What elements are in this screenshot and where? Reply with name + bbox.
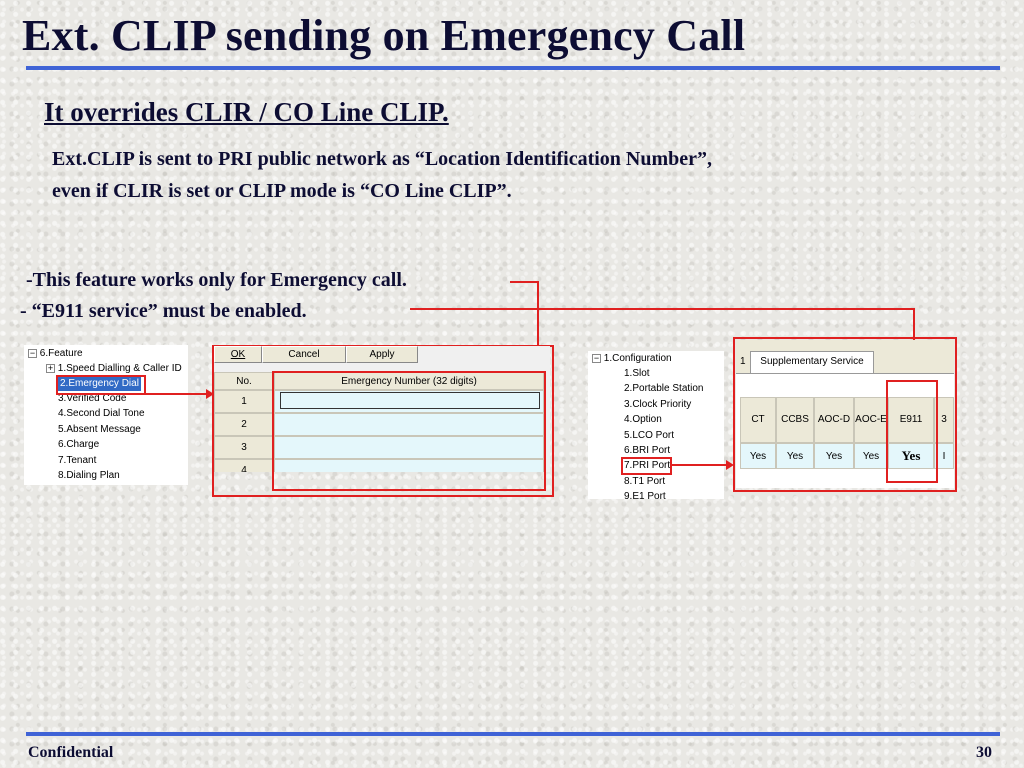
row-number: 4 [214, 459, 274, 472]
tree-item-second-dial-tone[interactable]: 4.Second Dial Tone [58, 408, 145, 419]
tree-item-speed-dialling[interactable]: + 1.Speed Dialling & Caller ID [46, 362, 182, 376]
emergency-number-grid: OK Cancel Apply No. Emergency Number (32… [214, 346, 550, 472]
ct-value[interactable]: Yes [740, 443, 776, 469]
subtitle: It overrides CLIR / CO Line CLIP. [44, 97, 449, 127]
footer-rule [26, 732, 1000, 736]
column-header-ct: CT [740, 397, 776, 443]
emergency-number-input[interactable] [280, 392, 540, 409]
cancel-button[interactable]: Cancel [262, 346, 346, 363]
tree-item-verified-code[interactable]: 3.Verified Code [58, 393, 127, 404]
tree-item-e1-port[interactable]: 9.E1 Port [624, 491, 666, 499]
bullet-2-text: “E911 service” must be enabled. [31, 300, 307, 322]
column-header-ccbs: CCBS [776, 397, 814, 443]
connector-pri-port [672, 464, 728, 466]
row-number: 1 [214, 390, 274, 413]
row-number: 3 [214, 436, 274, 459]
tree-item-pri-port[interactable]: 7.PRI Port [624, 460, 671, 471]
e911-value[interactable]: Yes [888, 443, 934, 469]
tree-item-absent-message[interactable]: 5.Absent Message [58, 424, 141, 435]
connector-bullet1-h [510, 281, 539, 283]
supplementary-service-panel: 1 Supplementary Service CT CCBS AOC-D AO… [736, 340, 954, 488]
description-line-2: even if CLIR is set or CLIP mode is “CO … [52, 180, 512, 202]
emergency-number-cell[interactable] [274, 436, 544, 459]
bullet-2: - “E911 service” must be enabled. [20, 300, 307, 323]
feature-tree-root-label: 6.Feature [39, 348, 83, 359]
feature-tree-panel: − 6.Feature + 1.Speed Dialling & Caller … [24, 345, 188, 485]
tree-item-portable-station[interactable]: 2.Portable Station [624, 383, 704, 394]
column-header-more: 3 [934, 397, 954, 443]
config-tree-root[interactable]: − 1.Configuration [592, 352, 672, 366]
expand-icon[interactable]: + [46, 362, 55, 373]
highlight-pri-port [621, 457, 672, 475]
connector-bullet2-h [410, 308, 915, 310]
config-tree-panel: − 1.Configuration 1.Slot 2.Portable Stat… [588, 351, 724, 499]
bullet-1-prefix: - [26, 269, 33, 291]
slide-title: Ext. CLIP sending on Emergency Call [22, 11, 746, 60]
row-number: 2 [214, 413, 274, 436]
feature-tree-root[interactable]: − 6.Feature [28, 347, 83, 361]
ccbs-value[interactable]: Yes [776, 443, 814, 469]
tree-item-dialing-plan[interactable]: 8.Dialing Plan [58, 470, 120, 481]
more-value[interactable]: I [934, 443, 954, 469]
title-rule [26, 66, 1000, 70]
tree-item-slot[interactable]: 1.Slot [624, 368, 650, 379]
bullet-1-text: This feature works only for Emergency ca… [32, 269, 407, 291]
arrow-right-icon [726, 460, 734, 470]
ok-button[interactable]: OK [214, 346, 262, 363]
emergency-number-cell[interactable] [274, 459, 544, 472]
apply-button[interactable]: Apply [346, 346, 418, 363]
tree-item-emergency-dial[interactable]: 2.Emergency Dial [58, 377, 141, 391]
column-header-aoc-d: AOC-D [814, 397, 854, 443]
collapse-icon[interactable]: − [592, 352, 601, 363]
tree-item-bri-port[interactable]: 6.BRI Port [624, 445, 671, 456]
collapse-icon[interactable]: − [28, 347, 37, 358]
emergency-number-cell[interactable] [274, 413, 544, 436]
highlight-emergency-dial [56, 375, 146, 395]
description-line-1: Ext.CLIP is sent to PRI public network a… [52, 148, 713, 170]
highlight-emergency-column [272, 371, 546, 491]
arrow-right-icon [206, 389, 214, 399]
emergency-number-cell[interactable] [274, 390, 544, 413]
tree-item-option[interactable]: 4.Option [624, 414, 662, 425]
page-number: 30 [976, 744, 992, 761]
column-header-e911: E911 [888, 397, 934, 443]
config-tree-root-label: 1.Configuration [603, 353, 672, 364]
tree-item-t1-port[interactable]: 8.T1 Port [624, 476, 666, 487]
tab-truncated[interactable]: 1 [740, 356, 746, 367]
tree-item-charge[interactable]: 6.Charge [58, 439, 100, 450]
footer-confidential: Confidential [28, 744, 114, 761]
aoc-d-value[interactable]: Yes [814, 443, 854, 469]
tab-supplementary-service[interactable]: Supplementary Service [750, 351, 874, 373]
column-header-aoc-e: AOC-E [854, 397, 888, 443]
bullet-1: -This feature works only for Emergency c… [26, 269, 407, 292]
bullet-2-prefix: - [20, 300, 32, 322]
highlight-e911-column [886, 380, 938, 483]
tree-item-label: 1.Speed Dialling & Caller ID [57, 363, 182, 374]
tree-item-tenant[interactable]: 7.Tenant [58, 455, 97, 466]
tree-item-clock-priority[interactable]: 3.Clock Priority [624, 399, 692, 410]
aoc-e-value[interactable]: Yes [854, 443, 888, 469]
highlight-supplementary-panel [733, 337, 957, 492]
connector-bullet1-v [537, 281, 539, 370]
column-header-no: No. [214, 372, 274, 390]
tree-item-lco-port[interactable]: 5.LCO Port [624, 430, 675, 441]
connector-feature-grid [146, 393, 208, 395]
